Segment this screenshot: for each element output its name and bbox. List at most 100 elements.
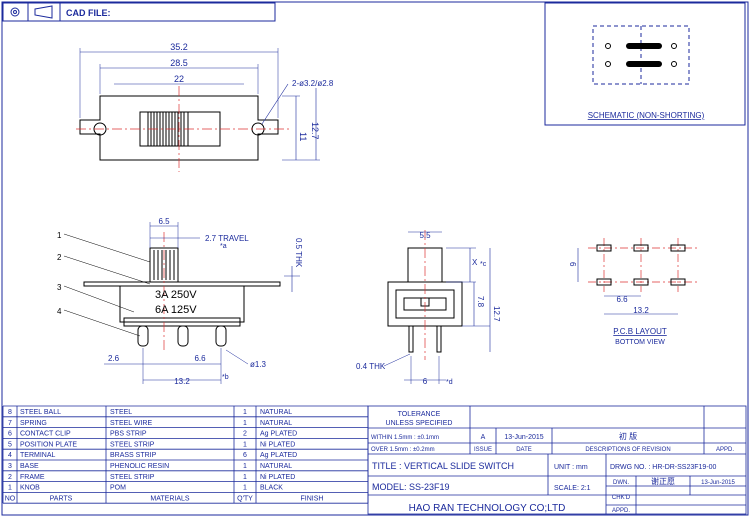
bom-header-finish: FINISH xyxy=(301,495,324,502)
tolerance-sub: UNLESS SPECIFIED xyxy=(386,420,453,427)
bom-cell-no: 8 xyxy=(8,409,12,416)
bom-cell-part: CONTACT CLIP xyxy=(20,431,71,438)
dim-holes: 28.5 xyxy=(170,58,188,68)
bom-cell-finish: Ni PLATED xyxy=(260,474,295,481)
bom-cell-qty: 1 xyxy=(243,474,247,481)
dim-travel: 2.7 TRAVEL xyxy=(205,234,249,243)
bom-cell-qty: 1 xyxy=(243,485,247,492)
appd-label: APPD. xyxy=(612,508,630,514)
pcb-dim-pitch: 6.6 xyxy=(616,295,628,304)
dim-body: 22 xyxy=(174,74,184,84)
bom-cell-part: KNOB xyxy=(20,485,40,492)
bom-cell-no: 4 xyxy=(8,452,12,459)
width-note: *b xyxy=(222,374,229,381)
bom-cell-finish: BLACK xyxy=(260,485,283,492)
dwn-label: DWN. xyxy=(613,480,629,486)
bom-cell-no: 7 xyxy=(8,420,12,427)
schematic-label: SCHEMATIC (NON-SHORTING) xyxy=(588,111,705,120)
front-view: 3A 250V 6A 125V 1 2 3 4 6.5 2.7 TRAVEL *… xyxy=(57,217,303,386)
dim-overall: 35.2 xyxy=(170,42,188,52)
dim-outer-height: 12.7 xyxy=(310,122,320,140)
bom-cell-material: STEEL STRIP xyxy=(110,441,155,448)
dwn-name: 谢正愿 xyxy=(651,476,675,486)
bom-cell-material: POM xyxy=(110,485,126,492)
bom-cell-finish: Ag PLATED xyxy=(260,452,297,459)
side-dim-knob: 5.5 xyxy=(419,231,431,240)
bom-cell-no: 2 xyxy=(8,474,12,481)
travel-note: *a xyxy=(220,243,227,250)
scale: SCALE: 2:1 xyxy=(554,485,591,492)
bom-cell-no: 3 xyxy=(8,463,12,470)
side-view: 5.5 X *c 7.8 12.7 0.4 THK 6 *d xyxy=(356,230,501,386)
bom-header-no: NO xyxy=(5,495,16,502)
pcb-label-2: BOTTOM VIEW xyxy=(615,339,665,346)
rev-date: 13-Jun-2015 xyxy=(504,434,543,441)
cad-file-label: CAD FILE: xyxy=(66,8,111,18)
bom-cell-part: TERMINAL xyxy=(20,452,56,459)
bom-cell-qty: 1 xyxy=(243,441,247,448)
tol-over: OVER 1.5mm : ±0.2mm xyxy=(371,447,435,453)
bom-cell-finish: NATURAL xyxy=(260,420,292,427)
model: MODEL: SS-23F19 xyxy=(372,482,450,492)
side-dim-thk: 0.4 THK xyxy=(356,362,386,371)
callout-2: 2 xyxy=(57,253,62,262)
bom-cell-part: FRAME xyxy=(20,474,45,481)
tolerance-label: TOLERANCE xyxy=(398,411,441,418)
bom-header-qty: Q'TY xyxy=(237,495,253,502)
callout-3: 3 xyxy=(57,283,62,292)
bom-cell-qty: 1 xyxy=(243,409,247,416)
bom-cell-material: PHENOLIC RESIN xyxy=(110,463,169,470)
dim-thk: 0.5 THK xyxy=(294,238,303,268)
drawing-title: TITLE : VERTICAL SLIDE SWITCH xyxy=(372,461,514,471)
bom-cell-material: PBS STRIP xyxy=(110,431,147,438)
tol-within: WITHIN 1.5mm : ±0.1mm xyxy=(371,435,439,441)
dim-hole-note: 2-ø3.2/ø2.8 xyxy=(292,79,334,88)
bom-cell-no: 6 xyxy=(8,431,12,438)
bom-header-materials: MATERIALS xyxy=(150,495,189,502)
rating-2: 6A 125V xyxy=(155,304,197,316)
callout-1: 1 xyxy=(57,231,62,240)
title-block: TOLERANCE UNLESS SPECIFIED WITHIN 1.5mm … xyxy=(367,405,747,515)
unit: UNIT : mm xyxy=(554,464,588,471)
bom-cell-material: BRASS STRIP xyxy=(110,452,157,459)
top-view: 35.2 28.5 22 2-ø3.2/ø2.8 11 12.7 xyxy=(76,42,334,172)
bom-cell-finish: NATURAL xyxy=(260,409,292,416)
dim-pin-hole: ø1.3 xyxy=(250,360,267,369)
side-base-note: *d xyxy=(446,379,453,386)
callout-4: 4 xyxy=(57,307,62,316)
bom-cell-material: STEEL xyxy=(110,409,132,416)
bom-cell-part: STEEL BALL xyxy=(20,409,61,416)
bom-cell-material: STEEL STRIP xyxy=(110,474,155,481)
dim-pitch-left: 2.6 xyxy=(108,354,120,363)
schematic-panel: SCHEMATIC (NON-SHORTING) xyxy=(544,2,746,126)
bom-cell-qty: 6 xyxy=(243,452,247,459)
company-name: HAO RAN TECHNOLOGY CO;LTD xyxy=(409,503,566,514)
drawing-number: DRWG NO. : HR-DR-SS23F19-00 xyxy=(610,464,717,471)
pcb-dim-row: 6 xyxy=(568,262,577,267)
bom-cell-part: BASE xyxy=(20,463,39,470)
bom-cell-material: STEEL WIRE xyxy=(110,420,152,427)
rating-1: 3A 250V xyxy=(155,289,197,301)
bom-cell-finish: Ni PLATED xyxy=(260,441,295,448)
side-dim-x: X xyxy=(472,258,478,267)
pcb-dim-width: 13.2 xyxy=(633,306,649,315)
projection-symbol-icon xyxy=(10,5,53,19)
dim-width: 13.2 xyxy=(174,377,190,386)
side-dim-total: 12.7 xyxy=(492,306,501,322)
side-dim-base: 6 xyxy=(423,377,428,386)
bom-cell-part: POSITION PLATE xyxy=(20,441,77,448)
cad-file-header: CAD FILE: xyxy=(2,2,276,22)
pcb-layout: 6 6.6 13.2 P.C.B LAYOUT BOTTOM VIEW xyxy=(568,238,698,346)
side-dim-height: 7.8 xyxy=(476,296,485,308)
bom-cell-qty: 1 xyxy=(243,420,247,427)
bom-cell-qty: 2 xyxy=(243,431,247,438)
bom-cell-no: 5 xyxy=(8,441,12,448)
col-date: DATE xyxy=(516,447,532,453)
dim-knob: 6.5 xyxy=(158,217,170,226)
chkd-label: CHK'D xyxy=(612,495,631,501)
side-x-note: *c xyxy=(480,261,487,268)
rev-desc: 初 版 xyxy=(619,431,637,441)
